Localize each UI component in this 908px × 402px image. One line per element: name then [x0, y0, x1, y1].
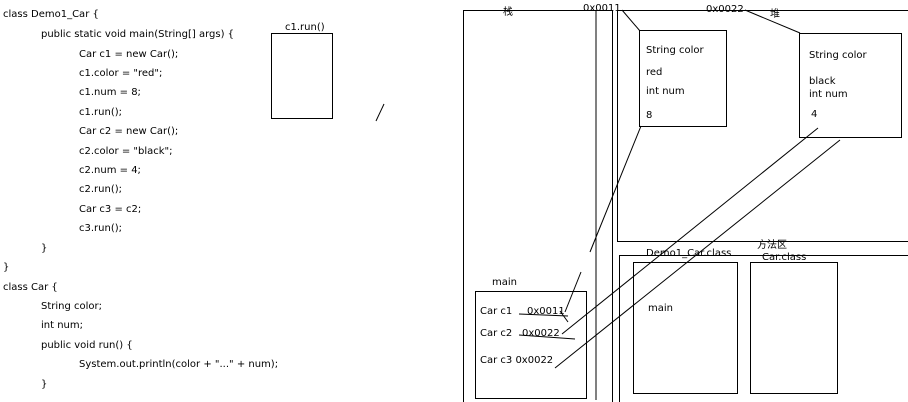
obj2-field: 4 — [811, 109, 818, 120]
stack-label: 栈 — [503, 7, 513, 18]
code-line: class Demo1_Car { — [3, 9, 99, 20]
stack-area — [463, 10, 613, 402]
obj1-field: red — [646, 67, 663, 78]
class-name-car: Car.class — [762, 252, 807, 263]
code-line: } — [41, 243, 48, 254]
code-line: Car c3 = c2; — [79, 204, 142, 215]
class-member-main: main — [648, 303, 673, 314]
code-line: String color; — [41, 301, 103, 312]
stray-stroke — [375, 103, 385, 122]
main-var: Car c2 — [480, 328, 513, 339]
cross-mark-c1 — [559, 310, 569, 323]
strike-mark-c2 — [518, 334, 576, 340]
code-line: public void run() { — [41, 340, 133, 351]
main-frame-label: main — [492, 277, 517, 288]
code-line: c1.num = 8; — [79, 87, 141, 98]
code-line: c2.run(); — [79, 184, 122, 195]
main-frame-box — [475, 291, 587, 399]
code-line: System.out.println(color + "..." + num); — [79, 359, 279, 370]
obj2-address: 0x0022 — [706, 4, 744, 15]
code-line: public static void main(String[] args) { — [41, 29, 235, 40]
heap-object-2 — [799, 33, 902, 138]
code-line: class Car { — [3, 282, 58, 293]
ref-line-c2 — [561, 127, 819, 335]
code-line: c3.run(); — [79, 223, 122, 234]
code-line: } — [3, 262, 10, 273]
method-area-label: 方法区 — [757, 240, 787, 251]
run-frame-box — [271, 33, 333, 119]
main-var: Car c1 — [480, 306, 513, 317]
main-var-value: 0x0011 — [527, 306, 565, 317]
obj1-address: 0x0011 — [583, 3, 621, 14]
heap-object-1 — [639, 30, 727, 127]
code-line: c2.num = 4; — [79, 165, 141, 176]
obj2-field: int num — [809, 89, 848, 100]
code-line: } — [41, 379, 48, 390]
run-frame-label: c1.run() — [285, 22, 325, 33]
code-line: Car c1 = new Car(); — [79, 49, 179, 60]
obj1-field: 8 — [646, 110, 653, 121]
code-line: c1.color = "red"; — [79, 68, 163, 79]
obj1-field: String color — [646, 45, 704, 56]
addr2-connector — [744, 9, 801, 34]
main-var: Car c3 0x0022 — [480, 355, 554, 366]
heap-area — [617, 10, 908, 242]
ref-line-c1-upper — [589, 125, 642, 253]
code-line: Car c2 = new Car(); — [79, 126, 179, 137]
obj1-field: int num — [646, 86, 685, 97]
strike-mark-c1 — [518, 313, 569, 317]
code-line: int num; — [41, 320, 84, 331]
class-box-car — [750, 262, 838, 394]
obj2-field: black — [809, 76, 836, 87]
main-var-value: 0x0022 — [522, 328, 560, 339]
code-line: c2.color = "black"; — [79, 146, 173, 157]
addr1-connector — [621, 9, 641, 32]
class-name-demo1: Demo1_Car.class — [646, 248, 732, 259]
class-box-demo1 — [633, 262, 738, 394]
ref-line-c1-lower — [564, 271, 582, 313]
ref-line-c3 — [554, 139, 841, 369]
obj2-field: String color — [809, 50, 867, 61]
heap-label: 堆 — [770, 9, 780, 20]
code-line: c1.run(); — [79, 107, 122, 118]
method-area — [619, 255, 908, 402]
